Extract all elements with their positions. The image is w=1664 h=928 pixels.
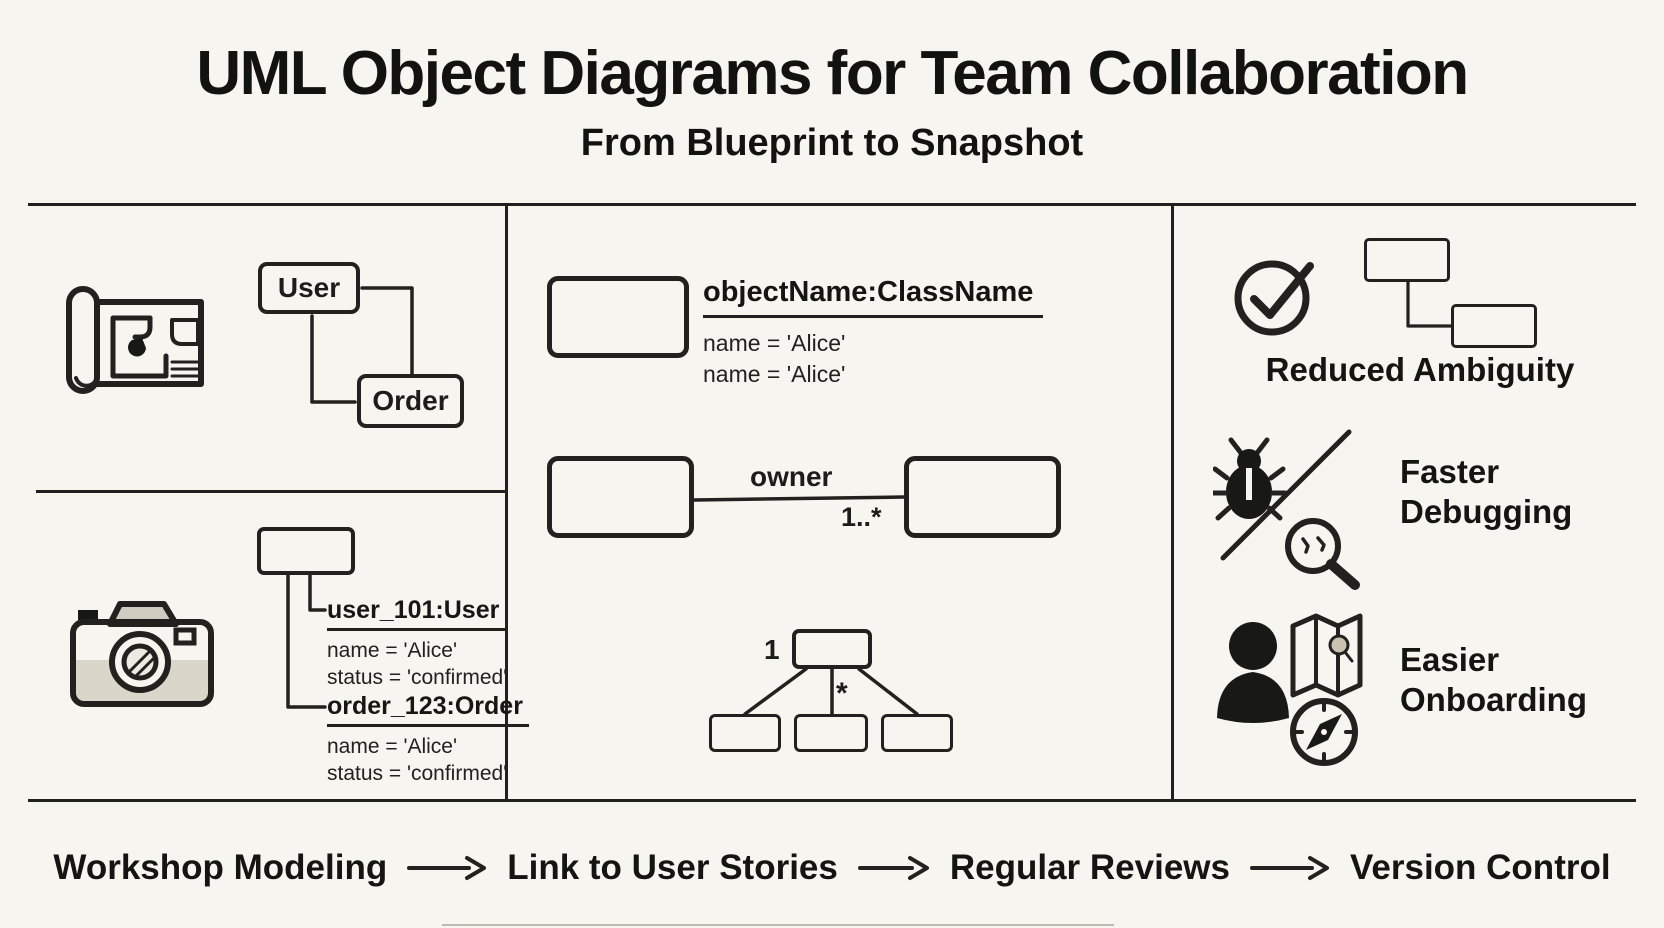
tree-parent-box (792, 629, 872, 669)
benefit-faster-debugging-line2: Debugging (1400, 493, 1573, 530)
benefit-easier-onboarding-line1: Easier (1400, 641, 1500, 678)
right-arrow-icon (857, 856, 929, 880)
snapshot-tree-lines (286, 575, 327, 709)
person-map-icon (1217, 613, 1363, 766)
association-right-box (904, 456, 1061, 538)
tree-child-box-2 (794, 714, 868, 752)
object-user-block: user_101:User name = 'Alice' status = 'c… (327, 596, 507, 691)
blueprint-icon (66, 286, 204, 394)
object-user-name: user_101:User (327, 596, 506, 631)
object-order-attr-2: status = 'confirmed' (327, 762, 508, 785)
mini-diagram-connector (1406, 282, 1453, 328)
snapshot-root-box (257, 527, 355, 575)
column-divider-right (1171, 205, 1174, 800)
check-circle-icon (1234, 260, 1314, 336)
process-flow: Workshop Modeling Link to User Stories R… (0, 836, 1664, 900)
tree-child-box-1 (709, 714, 781, 752)
flow-step-regular-reviews: Regular Reviews (949, 848, 1230, 887)
benefit-reduced-ambiguity: Reduced Ambiguity (1176, 350, 1664, 390)
right-arrow-icon (1249, 856, 1329, 880)
flow-step-link-to-user-stories: Link to User Stories (507, 848, 838, 887)
object-user-attr-2: status = 'confirmed' (327, 666, 508, 689)
tree-child-multiplicity: * (836, 677, 848, 710)
object-order-name: order_123:Order (327, 692, 529, 727)
mini-diagram-box-2 (1451, 304, 1537, 348)
left-cell-divider (36, 490, 506, 493)
mini-diagram-box-1 (1364, 238, 1450, 282)
object-order-block: order_123:Order name = 'Alice' status = … (327, 692, 529, 787)
association-multiplicity: 1..* (841, 502, 882, 532)
benefit-easier-onboarding-line2: Onboarding (1400, 681, 1587, 718)
notation-attr-2: name = 'Alice' (703, 361, 846, 387)
page-subtitle: From Blueprint to Snapshot (580, 122, 1084, 164)
tree-branch-lines (743, 669, 919, 715)
bug-magnifier-icon (1213, 429, 1360, 590)
notation-attr-1: name = 'Alice' (703, 330, 846, 356)
association-left-box (547, 456, 694, 538)
bottom-divider (28, 799, 1636, 802)
object-user-attr-1: name = 'Alice' (327, 639, 457, 662)
map-glyph (1290, 613, 1363, 698)
compass-glyph (1290, 698, 1358, 766)
association-line (694, 495, 904, 502)
benefit-easier-onboarding: Easier Onboarding (1400, 640, 1587, 720)
benefit-reduced-ambiguity-label: Reduced Ambiguity (1265, 351, 1575, 388)
camera-icon (70, 601, 214, 707)
class-association-lines (310, 286, 414, 404)
person-glyph (1217, 622, 1289, 723)
bug-glyph (1213, 437, 1288, 521)
page-title: UML Object Diagrams for Team Collaborati… (196, 39, 1469, 108)
benefit-faster-debugging-line1: Faster (1400, 453, 1500, 490)
class-box-user: User (258, 262, 360, 314)
magnifier-glyph (1285, 518, 1360, 590)
notation-empty-box (547, 276, 689, 358)
notation-header: objectName:ClassName (703, 276, 1044, 318)
footer-edge-line (442, 924, 1114, 926)
tree-child-box-3 (881, 714, 953, 752)
notation-block: objectName:ClassName name = 'Alice' name… (703, 276, 1044, 390)
flow-step-version-control: Version Control (1349, 848, 1611, 887)
tree-parent-multiplicity: 1 (764, 634, 780, 665)
association-label: owner (750, 461, 833, 492)
benefit-faster-debugging: Faster Debugging (1400, 452, 1572, 532)
class-box-user-label: User (277, 272, 341, 303)
class-box-order: Order (357, 374, 464, 428)
column-divider-left (505, 205, 508, 800)
object-order-attr-1: name = 'Alice' (327, 735, 457, 758)
right-arrow-icon (407, 856, 487, 880)
top-divider (28, 203, 1636, 206)
class-box-order-label: Order (372, 385, 449, 416)
flow-step-workshop-modeling: Workshop Modeling (53, 848, 388, 887)
